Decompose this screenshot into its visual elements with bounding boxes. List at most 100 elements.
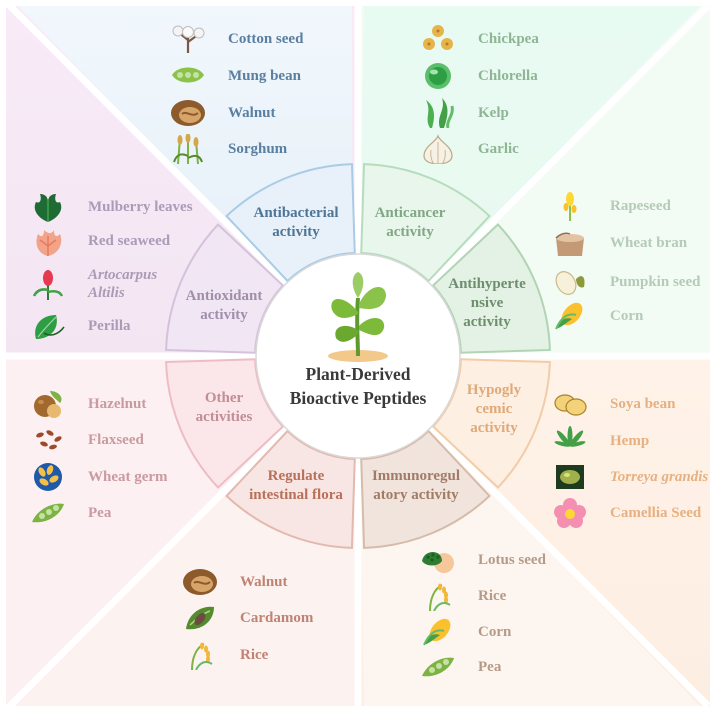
plant-item: Lotus seed bbox=[420, 545, 546, 575]
plant-item: Rapeseed bbox=[552, 191, 671, 221]
plant-label: Wheat germ bbox=[88, 468, 168, 485]
mung-bean-icon bbox=[170, 61, 206, 91]
plant-label: Soya bean bbox=[610, 395, 676, 412]
kelp-icon bbox=[420, 98, 456, 128]
plant-label: Chickpea bbox=[478, 30, 539, 47]
plant-item: Walnut bbox=[170, 98, 276, 128]
pea-icon bbox=[420, 652, 456, 682]
plant-item: Cotton seed bbox=[170, 24, 303, 54]
plant-label: Mulberry leaves bbox=[88, 198, 193, 215]
wheel-segment-antioxidant bbox=[165, 223, 285, 354]
plant-label: Wheat bran bbox=[610, 234, 688, 251]
pumpkin-seed-icon bbox=[552, 267, 588, 297]
plant-item: Hazelnut bbox=[30, 389, 146, 419]
lotus-seed-icon bbox=[420, 545, 456, 575]
plant-item: Pea bbox=[30, 498, 111, 528]
plant-label: Lotus seed bbox=[478, 551, 546, 568]
chickpea-icon bbox=[420, 24, 456, 54]
corn-icon bbox=[552, 301, 588, 331]
pea-icon bbox=[30, 498, 66, 528]
plant-item: Sorghum bbox=[170, 134, 287, 164]
diagram-title: Plant-Derived Bioactive Peptides bbox=[268, 362, 448, 410]
corn-icon bbox=[420, 617, 456, 647]
plant-label: Hemp bbox=[610, 432, 650, 449]
wheel-segment-antihypertensive bbox=[431, 223, 551, 354]
plant-label: Torreya grandis bbox=[610, 468, 709, 485]
plant-item: Torreya grandis bbox=[552, 462, 708, 492]
mulberry-leaf-icon bbox=[30, 192, 66, 222]
plant-label: Garlic bbox=[478, 140, 519, 157]
red-seaweed-icon bbox=[30, 226, 66, 256]
sorghum-icon bbox=[170, 134, 206, 164]
plant-label: Pumpkin seed bbox=[610, 273, 701, 290]
wheat-germ-icon bbox=[30, 462, 66, 492]
plant-label: Sorghum bbox=[228, 140, 288, 157]
plant-item: Garlic bbox=[420, 134, 519, 164]
rice-icon bbox=[420, 581, 456, 611]
activity-wheel bbox=[165, 163, 551, 549]
plant-item: Corn bbox=[552, 301, 643, 331]
rapeseed-icon bbox=[552, 191, 588, 221]
plant-label: Cardamom bbox=[240, 609, 314, 626]
plant-label: Mung bean bbox=[228, 67, 301, 84]
flaxseed-icon bbox=[30, 425, 66, 455]
perilla-icon bbox=[30, 311, 66, 341]
plant-item: Camellia Seed bbox=[552, 498, 701, 528]
plant-label: Pea bbox=[88, 504, 112, 521]
garlic-icon bbox=[420, 134, 456, 164]
plant-label: Camellia Seed bbox=[610, 504, 702, 521]
wheel-segment-hypoglycemic bbox=[431, 358, 551, 489]
hemp-icon bbox=[552, 426, 588, 456]
plant-item: Kelp bbox=[420, 98, 509, 128]
wheel-segment-antibacterial bbox=[225, 163, 356, 283]
plant-label: Flaxseed bbox=[88, 431, 144, 448]
plant-label: Rapeseed bbox=[610, 197, 671, 214]
plant-item: Red seaweed bbox=[30, 226, 170, 256]
artocarpus-icon bbox=[30, 270, 66, 300]
wheel-segment-other bbox=[165, 358, 285, 489]
cotton-icon bbox=[170, 24, 206, 54]
cardamom-icon bbox=[182, 603, 218, 633]
wheel-segment-intestinal bbox=[225, 429, 356, 549]
plant-label: Chlorella bbox=[478, 67, 538, 84]
plant-item: Cardamom bbox=[182, 603, 313, 633]
camellia-icon bbox=[552, 498, 588, 528]
plant-item: Pea bbox=[420, 652, 501, 682]
plant-label: Walnut bbox=[240, 573, 288, 590]
plant-item: Corn bbox=[420, 617, 511, 647]
plant-label: Corn bbox=[610, 307, 644, 324]
wheat-bran-icon bbox=[552, 228, 588, 258]
plant-item: Chickpea bbox=[420, 24, 539, 54]
plant-item: Mung bean bbox=[170, 61, 301, 91]
plant-label: Rice bbox=[240, 646, 269, 663]
hazelnut-icon bbox=[30, 389, 66, 419]
plant-item: Mulberry leaves bbox=[30, 192, 193, 222]
plant-label: Rice bbox=[478, 587, 507, 604]
plant-label: Hazelnut bbox=[88, 395, 147, 412]
plant-label: Cotton seed bbox=[228, 30, 304, 47]
title-line-1: Plant-Derived bbox=[305, 364, 411, 384]
plant-item: Perilla bbox=[30, 311, 130, 341]
chlorella-icon bbox=[420, 61, 456, 91]
plant-label: Perilla bbox=[88, 317, 131, 334]
plant-label: Pea bbox=[478, 658, 502, 675]
title-line-2: Bioactive Peptides bbox=[289, 388, 427, 408]
plant-item: Chlorella bbox=[420, 61, 538, 91]
soya-bean-icon bbox=[552, 389, 588, 419]
seedling-icon bbox=[328, 272, 388, 362]
plant-item: Hemp bbox=[552, 426, 649, 456]
plant-label: Corn bbox=[478, 623, 512, 640]
wheel-segment-immunoregulatory bbox=[360, 429, 491, 549]
plant-label: Red seaweed bbox=[88, 232, 171, 249]
plant-item: Wheat bran bbox=[552, 228, 687, 258]
walnut-icon bbox=[170, 98, 206, 128]
plant-item: Walnut bbox=[182, 567, 288, 597]
